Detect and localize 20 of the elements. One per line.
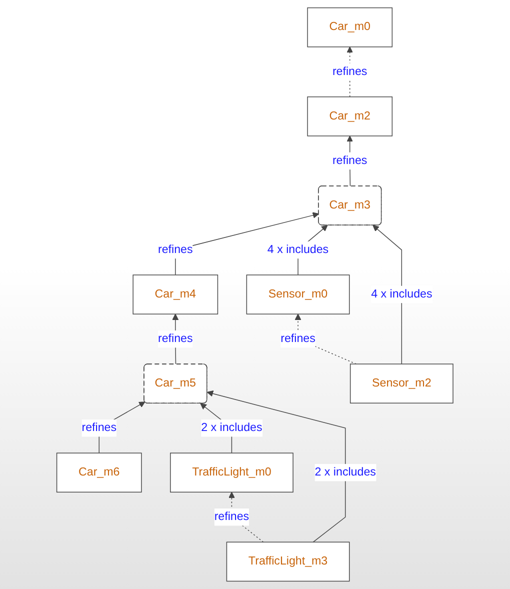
edge-label: refines: [332, 154, 368, 167]
edge-label: refines: [158, 243, 193, 256]
arrow: [372, 225, 402, 364]
node-box: Car_m2: [307, 96, 393, 136]
node-box: TrafficLight_m3: [226, 542, 350, 582]
edge-label: 4 x includes: [371, 288, 432, 300]
node-box: Sensor_m0: [246, 274, 350, 314]
node-box: Car_m6: [56, 452, 142, 492]
edge-label: 4 x includes: [268, 243, 329, 256]
edge-label: refines: [332, 65, 368, 78]
edge-label: refines: [280, 332, 316, 345]
edge-label: refines: [158, 332, 193, 345]
node-box: Sensor_m2: [350, 364, 454, 404]
edge-label: 2 x includes: [314, 466, 376, 478]
edge-label: 2 x includes: [201, 422, 262, 434]
edge-label: refines: [82, 422, 117, 434]
edge-label: refines: [214, 510, 250, 523]
node-box: Car_m0: [307, 7, 393, 48]
node-box: Car_m4: [132, 274, 218, 314]
node-box: TrafficLight_m0: [170, 452, 294, 492]
